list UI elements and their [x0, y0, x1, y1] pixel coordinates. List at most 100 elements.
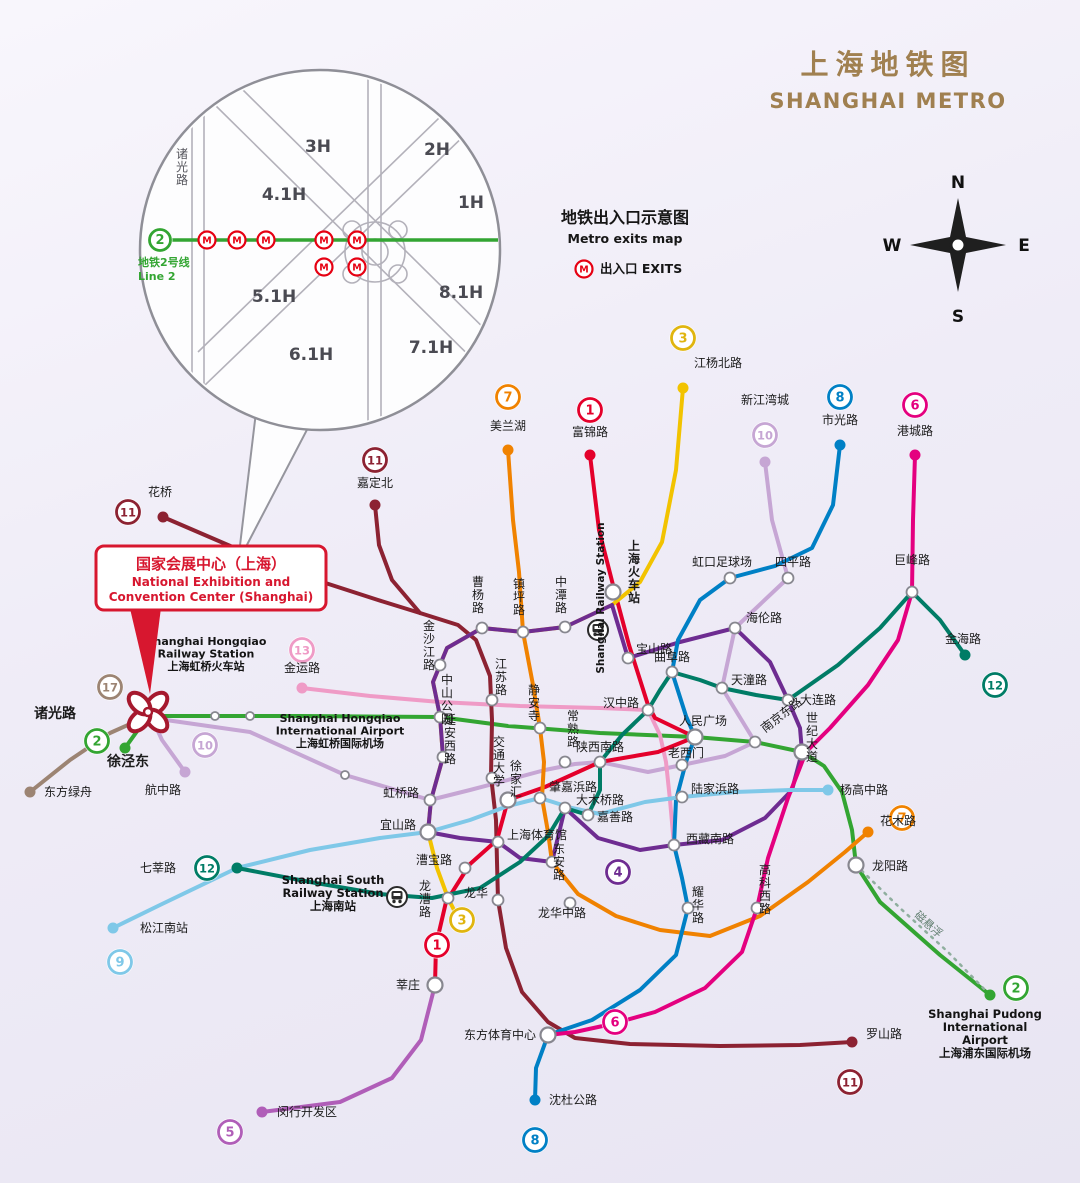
- svg-text:4: 4: [613, 865, 622, 880]
- station-dot: [499, 791, 517, 809]
- station-label: 徐泾东: [106, 753, 149, 770]
- station-dot: [793, 743, 811, 761]
- inset-line2-label-zh: 地铁2号线: [138, 255, 190, 269]
- station-dot: [545, 855, 559, 869]
- metro-line-5: [260, 983, 437, 1114]
- station-dot: [581, 808, 595, 822]
- svg-text:12: 12: [987, 678, 1003, 692]
- svg-text:12: 12: [199, 861, 215, 875]
- station-dot: [723, 571, 737, 585]
- station-dot: [245, 711, 255, 721]
- inset-block-label: 4.1H: [262, 185, 306, 205]
- station-dot: [558, 620, 572, 634]
- station-dot: [533, 791, 547, 805]
- svg-text:2: 2: [92, 734, 101, 749]
- station-label: 虹口足球场: [692, 555, 752, 569]
- line-8-badge: 8: [826, 383, 854, 411]
- station-label: 汉中路: [603, 695, 639, 710]
- station-label: 宝山路: [636, 641, 672, 656]
- svg-text:M: M: [319, 236, 328, 247]
- station-label: 航中路: [145, 782, 181, 797]
- terminus-dot: [846, 1036, 858, 1048]
- svg-text:M: M: [579, 265, 588, 276]
- legend-exit-icon-slot: M: [574, 259, 594, 279]
- compass-e-label: E: [1018, 236, 1030, 256]
- metro-exit-icon: M: [197, 230, 217, 250]
- necc-callout: 国家会展中心（上海） National Exhibition and Conve…: [94, 544, 328, 694]
- svg-text:17: 17: [102, 680, 118, 694]
- svg-text:7: 7: [503, 390, 512, 405]
- station-dot: [675, 758, 689, 772]
- metro-line-6: [546, 453, 917, 1037]
- station-label: 江苏路: [495, 657, 507, 697]
- station-label: 嘉定北: [357, 475, 393, 490]
- svg-text:5: 5: [225, 1125, 234, 1140]
- metro-exit-icon: M: [314, 257, 334, 277]
- station-dot: [485, 771, 499, 785]
- metro-line-11b: [373, 503, 422, 615]
- station-dot: [686, 728, 704, 746]
- metro-line-10: [150, 460, 790, 802]
- station-label: 花桥: [148, 484, 172, 499]
- station-dot: [441, 891, 455, 905]
- callout-box: [94, 544, 328, 612]
- station-dot: [558, 801, 572, 815]
- line-3-badge: 3: [448, 906, 476, 934]
- legend-exits-label: 出入口 EXITS: [600, 261, 682, 276]
- station-label: 松江南站: [140, 920, 188, 935]
- svg-text:10: 10: [757, 428, 773, 442]
- station-label: 龙漕路: [419, 879, 431, 919]
- station-dot: [436, 750, 450, 764]
- svg-text:M: M: [232, 236, 241, 247]
- station-dot: [516, 625, 530, 639]
- station-label: 曹杨路: [472, 575, 484, 615]
- station-dot: [423, 793, 437, 807]
- compass: N S W E: [883, 173, 1030, 327]
- station-label: 金沙江路: [423, 618, 435, 672]
- callout-sub2: Convention Center (Shanghai): [109, 590, 314, 604]
- svg-text:6: 6: [610, 1015, 619, 1030]
- metro-exit-icon: M: [314, 230, 334, 250]
- terminus-dot: [179, 766, 191, 778]
- svg-text:8: 8: [530, 1133, 539, 1148]
- station-label: 莘庄: [396, 977, 420, 992]
- metro-line-7: [506, 448, 870, 938]
- station-label: 漕宝路: [416, 852, 452, 867]
- line-11-badge: 11: [836, 1068, 864, 1096]
- station-label: 花木路: [880, 813, 916, 828]
- station-dot: [491, 835, 505, 849]
- line-6-badge: 6: [601, 1008, 629, 1036]
- railway-station-icon: [386, 886, 408, 908]
- svg-text:11: 11: [120, 505, 136, 519]
- station-label: 静安寺: [528, 683, 540, 723]
- svg-text:8: 8: [835, 390, 844, 405]
- terminus-dot: [759, 456, 771, 468]
- terminus-dot: [529, 1094, 541, 1106]
- station-dot: [210, 711, 220, 721]
- station-dot: [533, 721, 547, 735]
- station-label: 肇嘉浜路: [549, 779, 597, 794]
- compass-w-label: W: [883, 236, 902, 256]
- inset-block-label: 8.1H: [439, 283, 483, 303]
- station-dot: [433, 710, 447, 724]
- svg-text:M: M: [352, 236, 361, 247]
- line-7-badge: 7: [494, 383, 522, 411]
- inset-line2-label-en: Line 2: [138, 270, 176, 283]
- station-label: 陕西南路: [576, 739, 624, 754]
- line-8-badge: 8: [521, 1126, 549, 1154]
- station-label: 东方体育中心: [464, 1027, 536, 1042]
- station-dot: [675, 790, 689, 804]
- line-12-badge: 12: [193, 854, 221, 882]
- station-label: 世纪大道: [806, 711, 818, 764]
- inset-circle: [138, 68, 502, 432]
- metro-line-11: [161, 515, 854, 1048]
- compass-hub: [949, 236, 967, 254]
- icons-layer: [386, 619, 609, 908]
- station-label: 市光路: [822, 412, 858, 427]
- station-dot: [558, 755, 572, 769]
- station-label: 沈杜公路: [549, 1092, 597, 1107]
- svg-text:6: 6: [910, 398, 919, 413]
